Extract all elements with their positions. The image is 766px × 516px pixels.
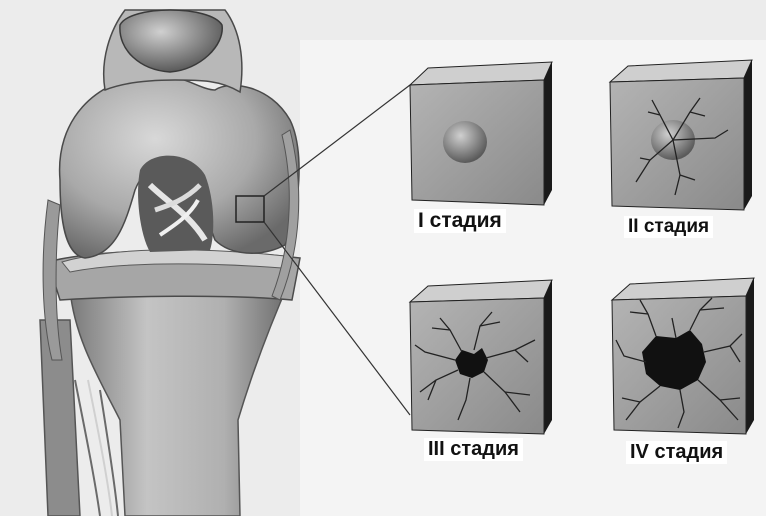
stage-2-label: II стадия	[624, 216, 713, 238]
stage-1-bump	[443, 121, 487, 163]
stage-1-cube	[410, 62, 552, 205]
stage-1-label: I стадия	[414, 209, 506, 233]
stage-3-cube	[410, 280, 552, 434]
stage-2-cube	[610, 60, 752, 210]
stage-4-label: IV стадия	[626, 441, 727, 464]
stage-3-label: III стадия	[424, 438, 523, 461]
stage-4-cube	[612, 278, 754, 434]
